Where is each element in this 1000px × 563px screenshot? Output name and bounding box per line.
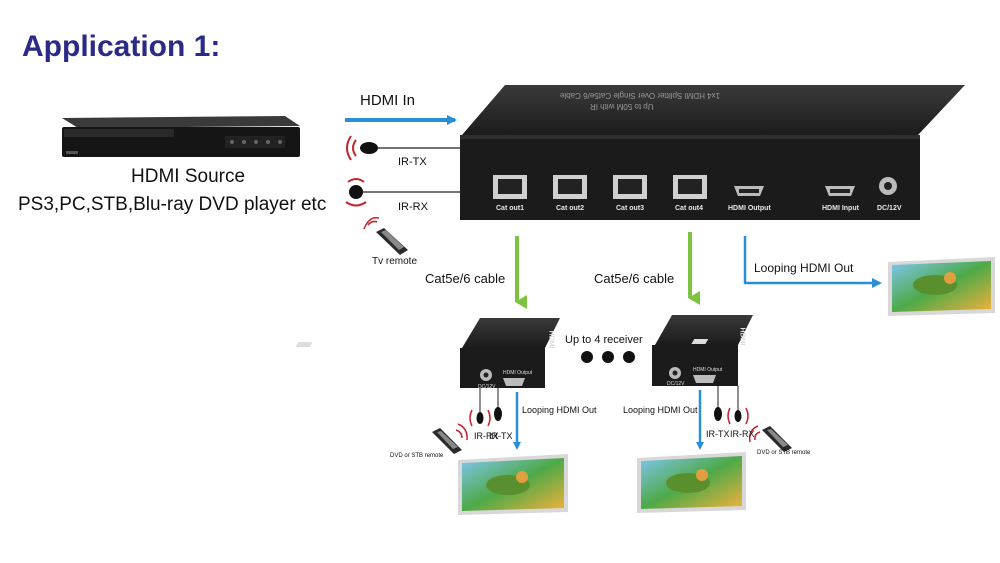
source-devices: PS3,PC,STB,Blu-ray DVD player etc xyxy=(18,194,327,215)
receiver-right-ir-rx-icon xyxy=(727,407,749,425)
cable-left-label: Cat5e/6 cable xyxy=(425,271,506,286)
receiver-right-dc-label: DC/12V xyxy=(667,381,685,387)
port-label-cat-out3: Cat out3 xyxy=(616,205,644,212)
splitter-device xyxy=(460,85,965,220)
receiver-right-port-label: HDMI Output xyxy=(693,367,723,373)
more-receivers-dot xyxy=(602,351,614,363)
dc-power-port xyxy=(879,177,897,195)
receiver-left-looping-label: Looping HDMI Out xyxy=(522,405,597,415)
hdmi-in-label: HDMI In xyxy=(360,92,416,109)
looping-main-label: Looping HDMI Out xyxy=(754,261,854,275)
cat-out4-port xyxy=(673,175,707,199)
receiver-right-remote-label: DVD or STB remote xyxy=(757,450,811,456)
looping-main-arrow xyxy=(743,236,882,288)
port-label-cat-out2: Cat out2 xyxy=(556,205,584,212)
port-label-cat-out1: Cat out1 xyxy=(496,205,524,212)
cat-out2-port xyxy=(553,175,587,199)
ir-rx-receiver-icon xyxy=(345,178,367,207)
receiver-right-looping-label: Looping HDMI Out xyxy=(623,405,698,415)
port-label-dc: DC/12V xyxy=(877,205,902,212)
receiver-right-dc-port xyxy=(669,367,681,379)
receiver-left-remote-icon xyxy=(432,423,468,454)
splitter-top-text: 1x4 HDMI Splitter Over Single Cat5e/6 Ca… xyxy=(560,91,721,100)
receiver-left-dc-port xyxy=(480,369,492,381)
hdmi-input-port xyxy=(825,186,855,196)
receiver-right-hdmi-port xyxy=(693,375,716,383)
port-label-hdmi-output: HDMI Output xyxy=(728,205,771,212)
receiver-left-top-label: HDMI xyxy=(547,330,555,349)
ir-tx-emitter-icon xyxy=(346,135,378,161)
port-label-cat-out4: Cat out4 xyxy=(675,205,703,212)
receiver-left-ir-rx-icon xyxy=(469,409,491,427)
tv-remote-label: Tv remote xyxy=(372,256,418,267)
receiver-right-ir-rx-label: IR-RX xyxy=(730,429,755,439)
receiver-left-port-label: HDMI Output xyxy=(503,370,533,376)
hdmi-output-port xyxy=(734,186,764,196)
receiver-left-tv-icon xyxy=(458,454,568,515)
receiver-left-ir-rx-label: IR-RX xyxy=(474,431,499,441)
ir-tx-label: IR-TX xyxy=(398,156,427,168)
tv-remote-icon xyxy=(363,216,408,255)
receiver-right-ir-tx-label: IR-TX xyxy=(706,429,730,439)
ir-rx-label: IR-RX xyxy=(398,201,428,213)
more-receivers-dot xyxy=(623,351,635,363)
receiver-left-ir-tx-icon xyxy=(494,407,502,421)
receiver-right-tv-icon xyxy=(637,452,746,513)
receiver-left-device xyxy=(295,318,560,388)
cat-out1-port xyxy=(493,175,527,199)
receivers-note: Up to 4 receiver xyxy=(565,334,643,346)
receiver-left-remote-label: DVD or STB remote xyxy=(390,453,444,459)
receiver-left-hdmi-port xyxy=(503,378,525,386)
tv-main-icon xyxy=(888,257,995,316)
more-receivers-dot xyxy=(581,351,593,363)
splitter-top-subtext: Up to 50M with IR xyxy=(590,102,654,111)
receiver-right-top-label: HDMI xyxy=(738,327,746,346)
receiver-right-device xyxy=(652,315,753,386)
receiver-left-dc-label: DC/12V xyxy=(478,384,496,390)
cable-right-label: Cat5e/6 cable xyxy=(594,271,675,286)
source-name: HDMI Source xyxy=(131,166,246,187)
dvd-player-icon xyxy=(62,116,300,157)
page-title: Application 1: xyxy=(22,30,221,63)
receiver-left-ir-tx-label: IR-TX xyxy=(489,431,513,441)
receiver-right-remote-icon xyxy=(748,425,792,452)
port-label-hdmi-input: HDMI Input xyxy=(822,205,859,212)
receiver-right-ir-tx-icon xyxy=(714,407,722,421)
cat-out3-port xyxy=(613,175,647,199)
